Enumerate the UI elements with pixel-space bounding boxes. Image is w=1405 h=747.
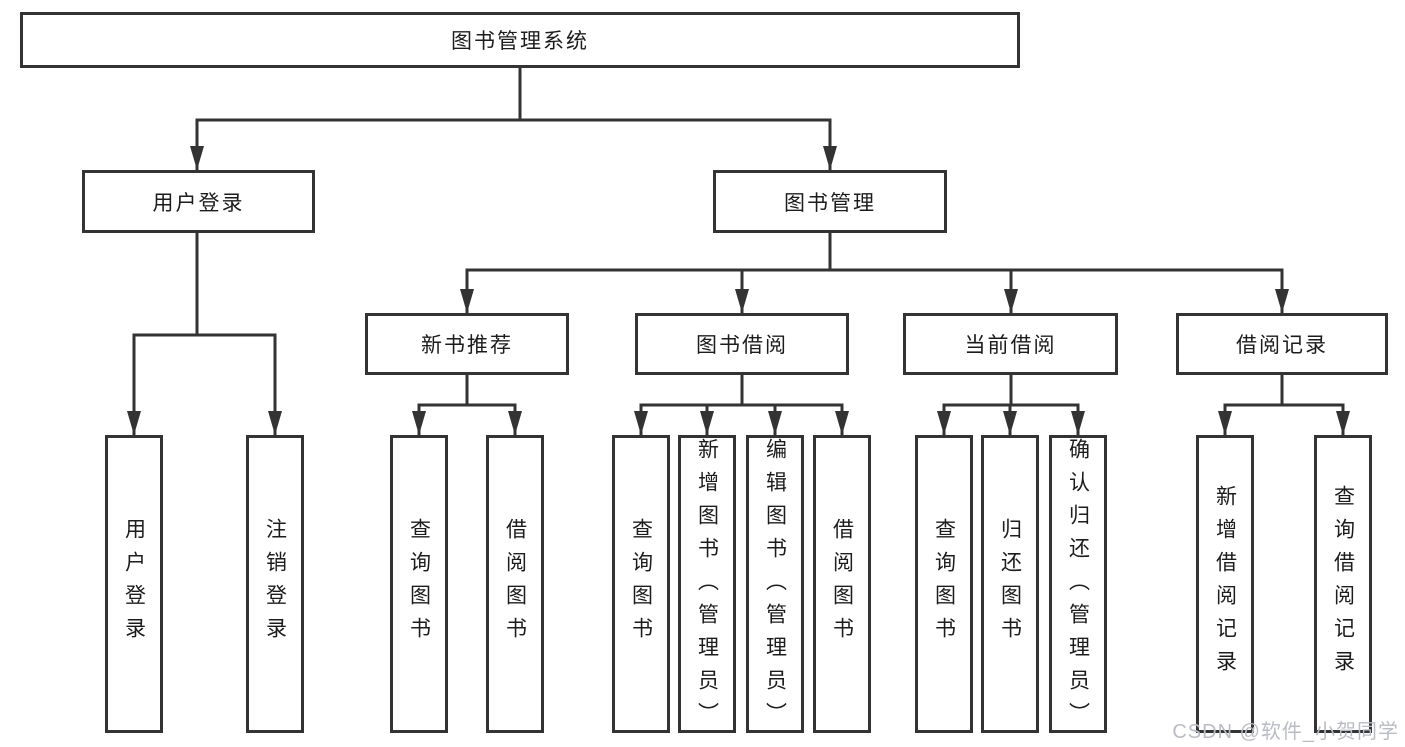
node-label: 新增图书（管理员） — [695, 438, 719, 735]
connector — [127, 233, 199, 435]
connector — [190, 68, 522, 170]
connector — [465, 375, 522, 435]
leaf-logout: 注销登录 — [246, 435, 304, 733]
leaf-user-login: 用户登录 — [105, 435, 163, 733]
node-label: 用户登录 — [152, 191, 245, 215]
leaf-confirm-return-admin: 确认归还（管理员） — [1049, 435, 1107, 735]
node-label: 图书借阅 — [696, 334, 788, 357]
node-user-login: 用户登录 — [82, 170, 315, 233]
connector — [518, 68, 837, 170]
node-new-book-recommendation: 新书推荐 — [365, 313, 569, 375]
node-label: 用户登录 — [122, 518, 146, 650]
node-book-management: 图书管理 — [713, 170, 947, 233]
connector — [828, 233, 1018, 313]
leaf-add-books-admin: 新增图书（管理员） — [678, 435, 736, 735]
connector — [1003, 375, 1017, 435]
leaf-query-borrow-record: 查询借阅记录 — [1314, 435, 1372, 733]
node-label: 新增借阅记录 — [1213, 485, 1237, 683]
node-current-borrowing: 当前借阅 — [903, 313, 1118, 375]
node-label: 图书管理 — [784, 191, 876, 215]
node-label: 借阅记录 — [1236, 334, 1328, 357]
node-label: 当前借阅 — [964, 334, 1057, 357]
connector — [460, 233, 832, 313]
connector — [828, 233, 1289, 313]
watermark: CSDN @软件_小贺同学 — [1172, 721, 1399, 743]
leaf-borrow-books: 借阅图书 — [486, 435, 544, 733]
connector — [740, 375, 782, 435]
leaf-return-books: 归还图书 — [981, 435, 1039, 733]
node-label: 借阅图书 — [503, 518, 527, 650]
connector — [195, 233, 282, 435]
node-book-borrowing: 图书借阅 — [635, 313, 849, 375]
leaf-query-books: 查询图书 — [915, 435, 973, 733]
node-label: 借阅图书 — [830, 518, 854, 650]
node-label: 查询借阅记录 — [1331, 485, 1355, 683]
connector — [735, 233, 832, 313]
connector — [1009, 375, 1085, 435]
leaf-query-books: 查询图书 — [612, 435, 670, 733]
node-label: 归还图书 — [998, 518, 1022, 650]
node-label: 注销登录 — [263, 518, 287, 650]
node-label: 查询图书 — [629, 518, 653, 650]
node-label: 查询图书 — [932, 518, 956, 650]
node-label: 图书管理系统 — [451, 30, 589, 53]
leaf-borrow-books: 借阅图书 — [813, 435, 871, 733]
node-label: 编辑图书（管理员） — [763, 438, 787, 735]
node-library-system: 图书管理系统 — [20, 12, 1020, 68]
connector — [740, 375, 849, 435]
node-label: 新书推荐 — [421, 334, 513, 357]
connector — [700, 375, 744, 435]
node-label: 确认归还（管理员） — [1066, 438, 1090, 735]
leaf-add-borrow-record: 新增借阅记录 — [1196, 435, 1254, 733]
leaf-query-books: 查询图书 — [390, 435, 448, 733]
connector — [937, 375, 1013, 435]
node-borrowing-records: 借阅记录 — [1176, 313, 1388, 375]
connector — [412, 375, 469, 435]
connector — [1218, 375, 1284, 435]
connector — [634, 375, 744, 435]
node-label: 查询图书 — [407, 518, 431, 650]
connector — [1280, 375, 1350, 435]
leaf-edit-books-admin: 编辑图书（管理员） — [746, 435, 804, 735]
